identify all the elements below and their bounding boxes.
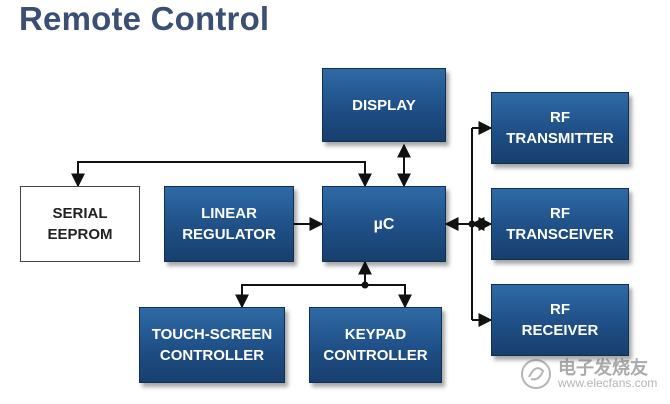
keypad-controller-block: KEYPAD CONTROLLER	[309, 307, 442, 383]
microcontroller-block: µC	[322, 186, 446, 262]
rf-transceiver-block: RF TRANSCEIVER	[491, 188, 629, 260]
wire-eeprom-uc	[71, 161, 372, 188]
junction-dot	[468, 220, 476, 228]
wire-touch-keypad	[235, 284, 412, 309]
touch-screen-controller-block: TOUCH-SCREEN CONTROLLER	[139, 307, 285, 383]
rf-receiver-block: RF RECEIVER	[491, 284, 629, 356]
display-block: DISPLAY	[322, 68, 446, 142]
junction-dot	[361, 281, 369, 289]
watermark: 电子发烧友 www.elecfans.com	[519, 352, 664, 396]
watermark-url: www.elecfans.com	[558, 376, 658, 390]
serial-eeprom-block: SERIAL EEPROM	[20, 186, 140, 262]
watermark-brand: 电子发烧友	[558, 358, 648, 378]
page-title: Remote Control	[19, 0, 270, 37]
rf-transmitter-block: RF TRANSMITTER	[491, 92, 629, 164]
linear-regulator-block: LINEAR REGULATOR	[164, 186, 294, 262]
brand-logo-icon	[521, 359, 551, 389]
